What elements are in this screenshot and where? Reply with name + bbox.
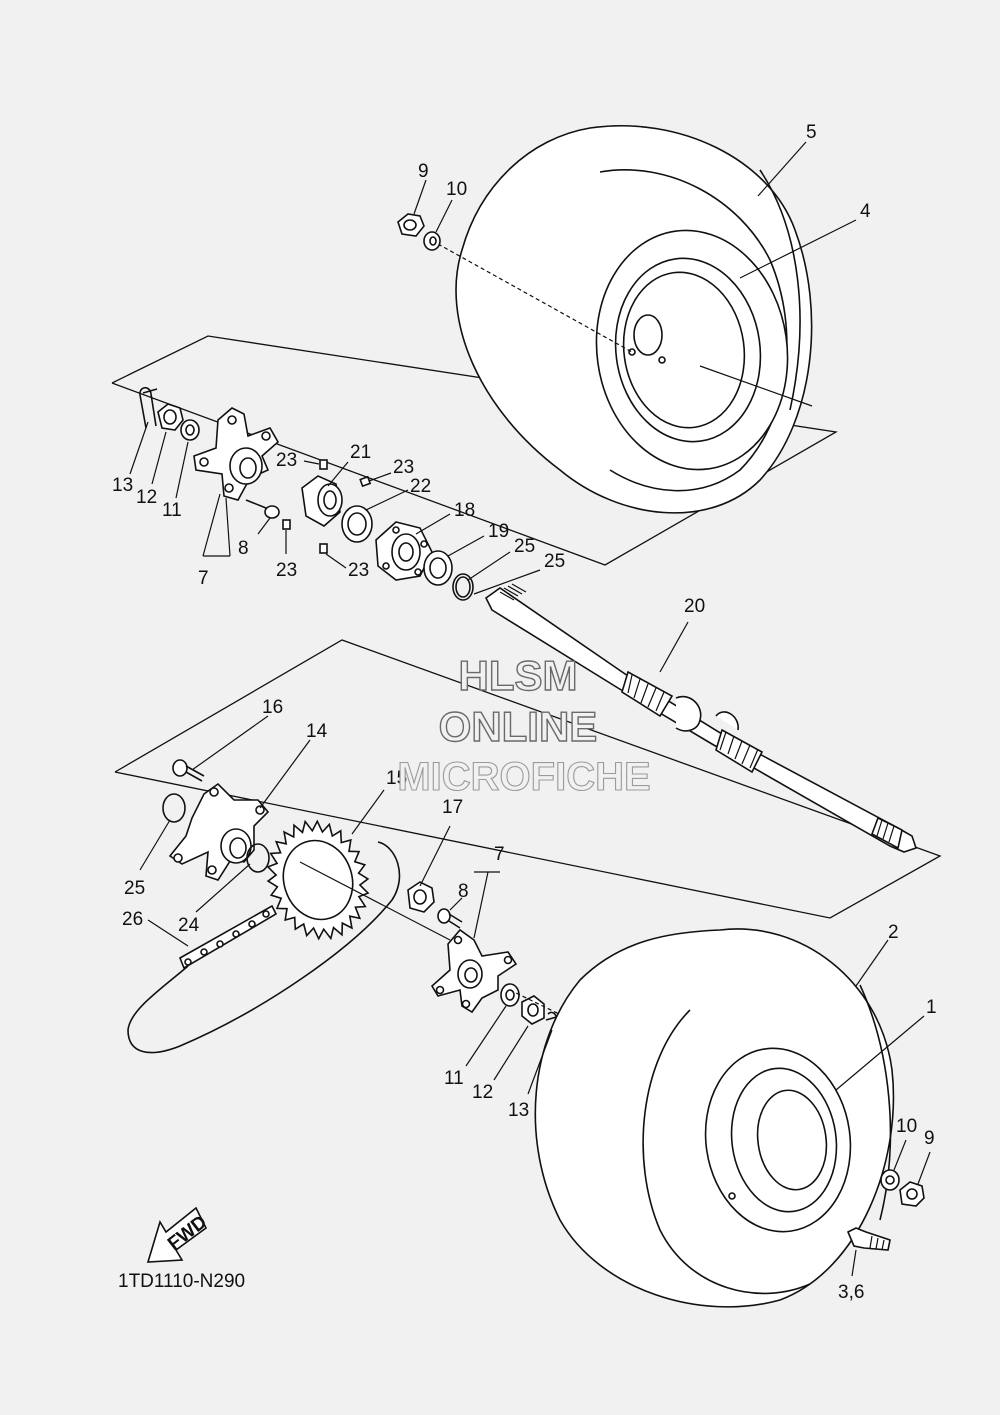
castle-nut-bottom — [521, 995, 545, 1025]
callout-22: 22 — [410, 476, 431, 497]
callout-labels: 9 10 5 4 13 12 11 8 7 23 21 23 22 23 23 … — [112, 122, 937, 1303]
forward-direction-arrow: FWD — [146, 1206, 211, 1263]
callout-10-top: 10 — [446, 179, 467, 200]
drive-chain — [127, 841, 401, 1054]
set-screw-b — [359, 475, 372, 488]
callout-18: 18 — [454, 500, 475, 521]
callout-7-top: 7 — [198, 568, 209, 589]
set-screw-c — [282, 519, 291, 530]
callout-8-bottom: 8 — [458, 881, 469, 902]
callout-11-top: 11 — [162, 500, 182, 521]
wheel-hub-bottom — [430, 928, 518, 1014]
callout-20: 20 — [684, 596, 705, 617]
callout-11-bottom: 11 — [444, 1068, 464, 1089]
diagram-reference-code: 1TD1110-N290 — [118, 1271, 245, 1292]
sprocket-nut — [407, 881, 435, 913]
callout-5: 5 — [806, 122, 817, 143]
set-screw-a — [319, 459, 328, 470]
hub-bolt-bottom — [437, 908, 463, 929]
callout-17: 17 — [442, 797, 463, 818]
bearing-housing — [375, 521, 433, 581]
sprocket-bore — [282, 839, 354, 921]
callout-21: 21 — [350, 442, 371, 463]
upper-assembly-box — [111, 335, 838, 566]
callout-9-bottom: 9 — [924, 1128, 935, 1149]
set-screw-d — [319, 543, 328, 554]
rear-sprocket — [266, 819, 370, 941]
watermark-line-3: MICROFICHE — [397, 755, 650, 799]
callout-4: 4 — [860, 201, 871, 222]
castle-nut-top — [157, 403, 184, 431]
o-ring-24 — [246, 843, 270, 873]
callout-19: 19 — [488, 521, 509, 542]
bearing — [423, 550, 453, 586]
callout-7-bottom: 7 — [494, 844, 505, 865]
washer-top — [423, 231, 441, 251]
callout-25-a: 25 — [514, 536, 535, 557]
callout-16: 16 — [262, 697, 283, 718]
wheel-nut-top — [397, 213, 425, 237]
rear-wheel-rim-bottom — [704, 1047, 852, 1233]
callout-10-bottom: 10 — [896, 1116, 917, 1137]
wheel-nut-bottom — [899, 1181, 925, 1207]
callout-25-c: 25 — [124, 878, 145, 899]
callout-8-top: 8 — [238, 538, 249, 559]
cotter-pin-top — [139, 386, 158, 429]
sprocket-bolt — [172, 759, 205, 782]
axis-line-bottom-solid — [299, 861, 451, 941]
sprocket-hub — [168, 782, 270, 881]
callout-1: 1 — [926, 997, 937, 1018]
rear-wheel-rim-top — [595, 229, 789, 471]
callout-12-top: 12 — [136, 487, 157, 508]
callout-12-bottom: 12 — [472, 1082, 493, 1103]
callout-13-top: 13 — [112, 475, 133, 496]
callout-26: 26 — [122, 909, 143, 930]
callout-2: 2 — [888, 922, 899, 943]
watermark: HLSM ONLINE MICROFICHE — [397, 651, 651, 799]
callout-13-bottom: 13 — [508, 1100, 529, 1121]
watermark-line-2: ONLINE — [439, 703, 598, 750]
callout-14: 14 — [306, 721, 328, 742]
washer-11-top — [180, 419, 200, 441]
axis-line-top-wheel — [437, 243, 633, 353]
watermark-line-1: HLSM — [459, 652, 578, 699]
seal-washer — [341, 505, 373, 543]
callout-25-b: 25 — [544, 551, 565, 572]
callout-24: 24 — [178, 915, 200, 936]
axle-collar — [301, 475, 343, 527]
callout-23-c: 23 — [276, 560, 297, 581]
callout-23-b: 23 — [393, 457, 414, 478]
circlip-top — [452, 573, 474, 601]
callout-23-a: 23 — [276, 450, 297, 471]
lower-assembly-box — [114, 639, 942, 919]
callout-9-top: 9 — [418, 161, 429, 182]
wheel-hub-top — [193, 407, 280, 501]
hub-bolt-top — [245, 499, 280, 519]
callout-3-6: 3,6 — [838, 1282, 864, 1303]
callout-15: 15 — [386, 768, 407, 789]
leader-lines — [129, 141, 931, 1277]
callout-23-d: 23 — [348, 560, 369, 581]
o-ring-bottom — [162, 793, 186, 823]
valve-stem — [846, 1227, 891, 1251]
rear-axle-shaft — [484, 583, 918, 853]
washer-11-bottom — [500, 983, 520, 1007]
washer-bottom — [880, 1169, 900, 1191]
